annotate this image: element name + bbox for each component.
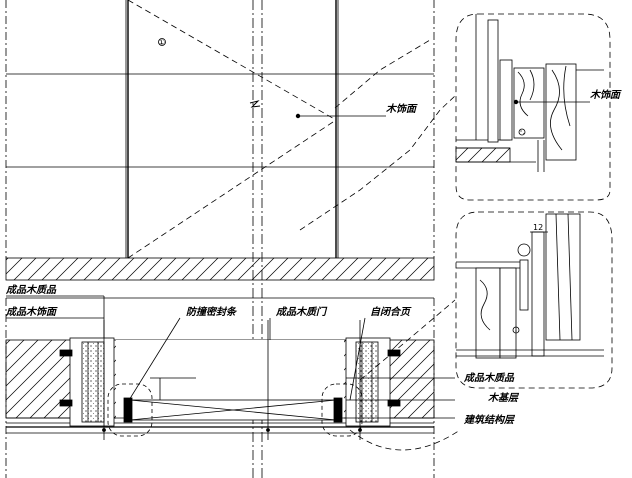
label-self-closing-hinge: 自闭合页 — [370, 306, 412, 318]
elevation-view — [5, 0, 457, 478]
label-finished-wood-product-right: 成品木质品 — [463, 372, 515, 384]
elevation-marker: ① — [158, 38, 165, 47]
label-weather-seal-strip: 防撞密封条 — [186, 306, 238, 318]
label-wood-veneer-detail: 木饰面 — [590, 89, 622, 101]
plan-section-view — [5, 295, 461, 478]
label-finished-wood-trim: 成品木质品 — [5, 284, 57, 296]
dimension-detail-gap: 12 — [533, 223, 543, 232]
label-building-structure-layer: 建筑结构层 — [463, 414, 516, 426]
detail-top — [455, 13, 611, 201]
label-wood-base-layer: 木基层 — [488, 392, 520, 404]
label-finished-wood-veneer: 成品木饰面 — [5, 306, 58, 318]
label-finished-wood-door: 成品木质门 — [275, 306, 328, 318]
label-wood-veneer-elevation: 木饰面 — [386, 103, 418, 115]
detail-bottom — [455, 211, 613, 389]
